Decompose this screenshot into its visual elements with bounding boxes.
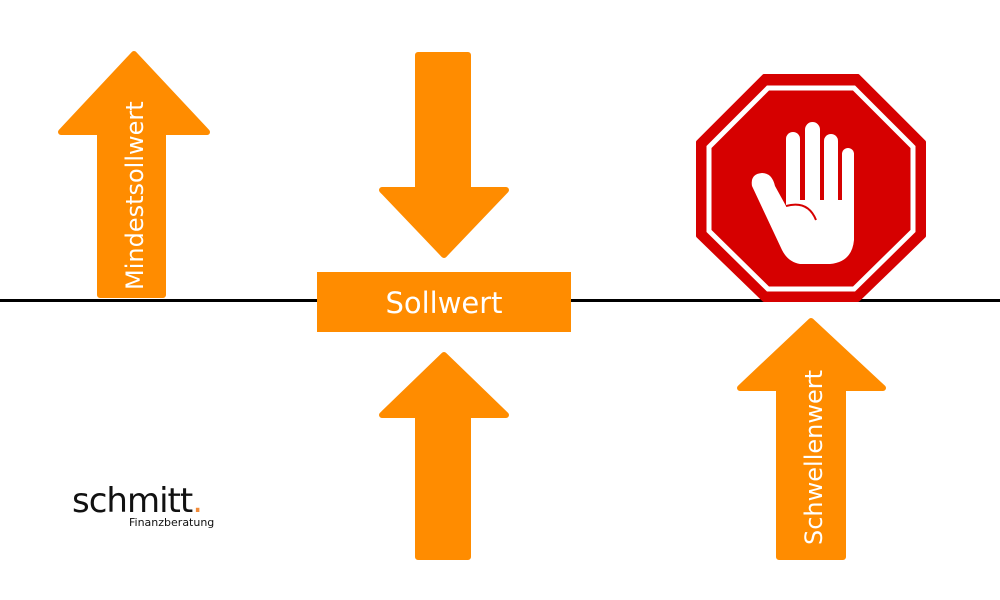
minimum-setpoint-label: Mindestsollwert	[121, 101, 149, 290]
arrow-up-icon	[58, 51, 210, 298]
setpoint-label: Sollwert	[385, 286, 502, 320]
arrow-up-icon	[379, 352, 509, 560]
stop-sign-icon	[696, 74, 926, 302]
logo: schmitt. Finanzberatung	[72, 484, 214, 529]
arrow-up-icon	[737, 318, 886, 560]
hand-icon	[751, 122, 854, 264]
logo-name: schmitt	[72, 481, 193, 521]
arrow-down-icon	[379, 52, 509, 258]
logo-dot: .	[192, 481, 203, 521]
threshold-label: Schwellenwert	[800, 370, 828, 545]
setpoint-box	[317, 272, 571, 332]
logo-tagline: Finanzberatung	[129, 516, 215, 529]
